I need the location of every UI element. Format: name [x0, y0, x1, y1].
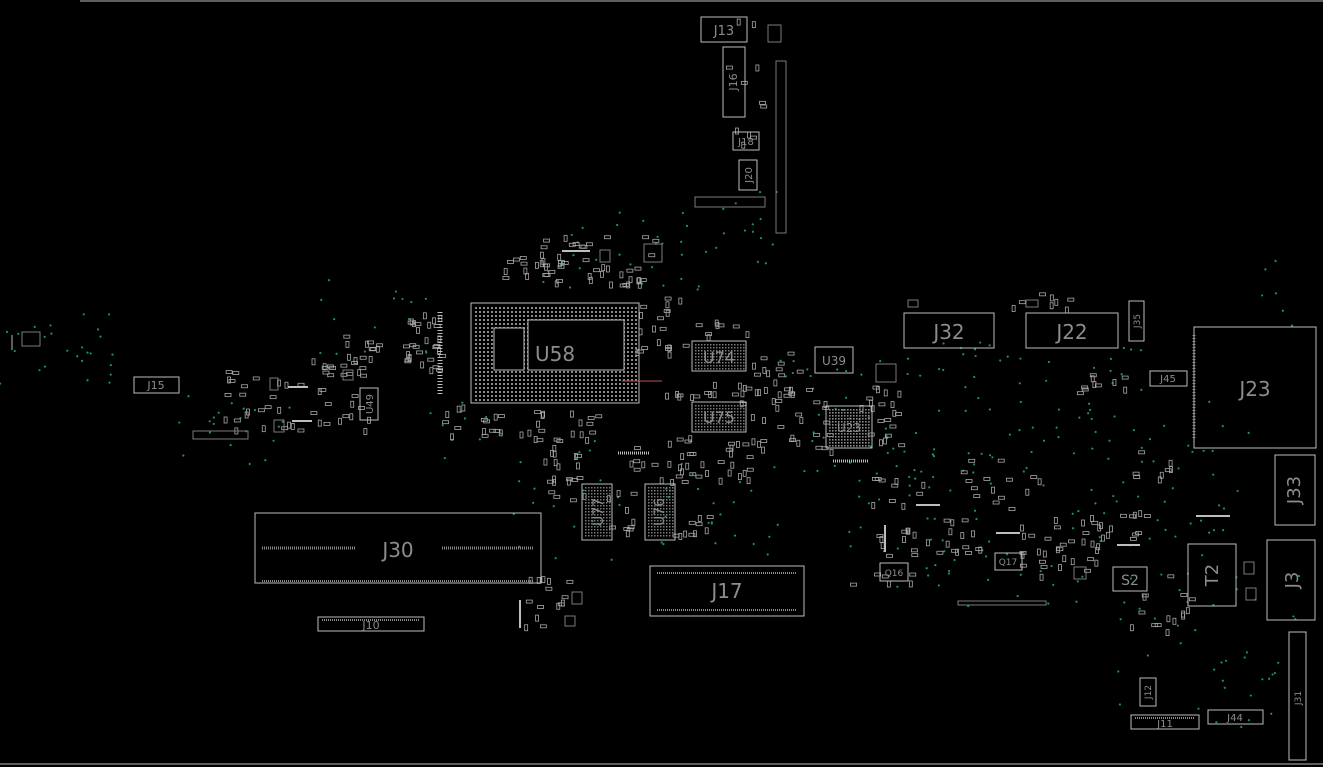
- component-u74[interactable]: U74: [691, 340, 747, 372]
- component-j11[interactable]: J11: [1130, 714, 1200, 730]
- label-u74: U74: [703, 348, 735, 367]
- component-j45[interactable]: J45: [1149, 370, 1188, 387]
- component-j44[interactable]: J44: [1207, 709, 1264, 725]
- misc-outlines: [11, 24, 1257, 628]
- label-u77: U77: [591, 498, 607, 526]
- label-j32: J32: [931, 320, 964, 344]
- label-j45: J45: [1159, 374, 1176, 385]
- label-j3: J3: [1282, 572, 1303, 590]
- via-layer: [0, 190, 1301, 729]
- component-u58[interactable]: U58: [470, 302, 662, 404]
- component-q16[interactable]: Q16: [879, 562, 909, 582]
- component-j10[interactable]: J10: [317, 616, 425, 632]
- label-j17: J17: [709, 579, 742, 603]
- component-j17[interactable]: J17: [649, 565, 805, 617]
- label-j31: J31: [1294, 691, 1304, 706]
- pad-layer: [223, 18, 1196, 637]
- label-q17: Q17: [999, 558, 1018, 568]
- component-u75[interactable]: U75: [691, 401, 747, 433]
- component-s2[interactable]: S2: [1112, 566, 1148, 592]
- component-j23[interactable]: J23: [1192, 326, 1317, 449]
- label-j12: J12: [1144, 685, 1154, 700]
- component-j3[interactable]: J3: [1266, 539, 1316, 621]
- label-u49: U49: [365, 394, 376, 414]
- component-j20[interactable]: J20: [738, 159, 758, 191]
- label-j30: J30: [380, 538, 413, 562]
- label-q16: Q16: [885, 569, 904, 579]
- label-u39: U39: [822, 354, 846, 368]
- component-j30[interactable]: J30: [254, 512, 542, 584]
- component-u23[interactable]: U23: [825, 405, 873, 449]
- component-j13[interactable]: J13: [700, 16, 748, 43]
- label-u75: U75: [703, 408, 735, 427]
- label-u58: U58: [535, 342, 575, 366]
- label-j35: J35: [1133, 314, 1143, 329]
- label-j22: J22: [1054, 320, 1087, 344]
- label-j18: J18: [737, 137, 754, 148]
- component-j32[interactable]: J32: [903, 312, 995, 349]
- label-u76: U76: [652, 498, 668, 526]
- label-s2: S2: [1121, 573, 1139, 589]
- label-j10: J10: [361, 619, 379, 632]
- label-j23: J23: [1237, 377, 1270, 401]
- component-u49[interactable]: U49: [359, 387, 379, 421]
- label-j15: J15: [146, 379, 164, 392]
- component-j35[interactable]: J35: [1128, 300, 1145, 342]
- label-t2: T2: [1202, 564, 1223, 587]
- component-j22[interactable]: J22: [1025, 312, 1119, 349]
- component-u39[interactable]: U39: [814, 346, 854, 374]
- label-j16: J16: [727, 73, 740, 91]
- label-u23: U23: [837, 421, 861, 435]
- component-j33[interactable]: J33: [1274, 454, 1316, 526]
- component-u76[interactable]: U76: [644, 483, 676, 541]
- label-j11: J11: [1156, 719, 1173, 730]
- label-j20: J20: [744, 167, 755, 184]
- component-j31[interactable]: J31: [1288, 631, 1307, 761]
- component-j18[interactable]: J18: [732, 131, 760, 151]
- label-j33: J33: [1284, 476, 1305, 505]
- component-j16[interactable]: J16: [722, 46, 746, 118]
- component-j12[interactable]: J12: [1139, 677, 1157, 707]
- component-j15[interactable]: J15: [133, 376, 180, 394]
- label-j44: J44: [1226, 713, 1243, 724]
- component-u77[interactable]: U77: [581, 483, 613, 541]
- component-t2[interactable]: T2: [1187, 543, 1237, 607]
- component-q17[interactable]: Q17: [994, 552, 1023, 571]
- label-j13: J13: [713, 24, 734, 39]
